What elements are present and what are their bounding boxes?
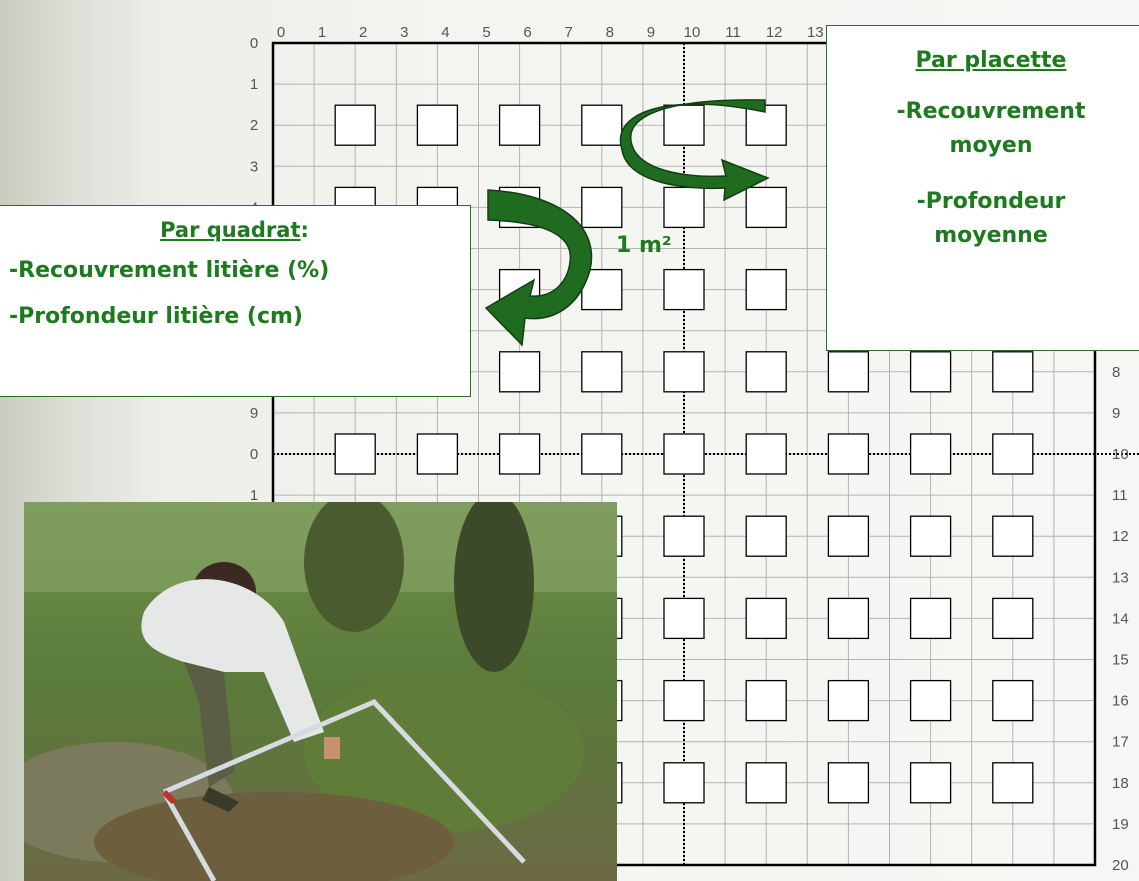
quadrat-heading: Par quadrat: (160, 218, 309, 242)
quadrat-line-cover: -Recouvrement litière (%) (9, 258, 330, 283)
right-tick-label: 10 (1112, 446, 1129, 463)
field-photo (24, 502, 617, 881)
quadrat-square (827, 515, 870, 557)
quadrat-square (909, 597, 952, 640)
right-tick-label: 13 (1112, 569, 1129, 586)
top-tick-label: 10 (684, 24, 701, 41)
right-tick-label: 17 (1112, 734, 1129, 751)
quadrat-square (334, 433, 376, 475)
top-tick-label: 11 (725, 24, 741, 41)
quadrat-square (663, 515, 705, 557)
quadrat-square (663, 268, 705, 311)
right-tick-label: 20 (1112, 857, 1129, 874)
placette-line-1: -Recouvrement (896, 99, 1086, 124)
quadrat-square (745, 679, 787, 722)
quadrat-square (334, 104, 376, 146)
quadrat-square (416, 433, 459, 475)
top-tick-label: 1 (318, 24, 326, 41)
quadrat-square (992, 515, 1034, 557)
right-tick-label: 19 (1112, 816, 1129, 833)
quadrat-square (663, 433, 705, 475)
quadrat-square (498, 104, 541, 146)
curved-arrow-placette (619, 99, 770, 202)
top-tick-label: 6 (523, 24, 531, 41)
right-tick-label: 15 (1112, 652, 1129, 669)
quadrat-square (827, 433, 870, 475)
left-tick-label: 2 (250, 117, 258, 134)
left-tick-label: 3 (250, 158, 258, 175)
right-tick-label: 12 (1112, 528, 1129, 545)
quadrat-square (498, 351, 541, 393)
top-tick-label: 13 (807, 24, 824, 41)
top-tick-label: 12 (766, 24, 783, 41)
quadrat-square (992, 433, 1034, 475)
quadrat-square (663, 679, 705, 722)
quadrat-square (663, 351, 705, 393)
right-tick-label: 11 (1112, 487, 1128, 504)
curved-arrow-quadrat (484, 189, 593, 347)
quadrat-square (827, 597, 870, 640)
right-tick-label: 9 (1112, 405, 1120, 422)
quadrat-square (909, 679, 952, 722)
quadrat-square (992, 351, 1034, 393)
right-tick-label: 14 (1112, 610, 1129, 627)
quadrat-square (992, 679, 1034, 722)
quadrat-square (909, 351, 952, 393)
top-tick-label: 8 (606, 24, 614, 41)
quadrat-square (581, 433, 623, 475)
quadrat-square (745, 515, 787, 557)
quadrat-line-depth: -Profondeur litière (cm) (9, 304, 303, 329)
quadrat-square (745, 762, 787, 804)
arrows (484, 99, 770, 347)
quadrat-square (992, 762, 1034, 804)
left-tick-label: 1 (250, 487, 258, 504)
top-tick-label: 3 (400, 24, 408, 41)
placette-callout: Par placette -Recouvrement moyen -Profon… (826, 25, 1139, 351)
left-tick-label: 1 (250, 76, 258, 93)
quadrat-square (745, 433, 787, 475)
top-tick-label: 7 (565, 24, 573, 41)
quadrat-square (581, 104, 623, 146)
top-tick-label: 0 (277, 24, 285, 41)
quadrat-square (909, 433, 952, 475)
left-tick-label: 9 (250, 405, 258, 422)
right-tick-label: 18 (1112, 775, 1129, 792)
quadrat-square (663, 104, 705, 146)
quadrat-square (745, 186, 787, 229)
quadrat-square (745, 351, 787, 393)
quadrat-square (827, 351, 870, 393)
area-label: 1 m² (616, 233, 672, 258)
left-tick-label: 0 (250, 446, 258, 463)
quadrat-square (663, 597, 705, 640)
quadrat-square (745, 597, 787, 640)
placette-line-4: moyenne (934, 223, 1048, 248)
quadrat-square (745, 268, 787, 311)
quadrat-square (827, 679, 870, 722)
quadrat-square (663, 186, 705, 229)
left-tick-label: 0 (250, 35, 258, 52)
quadrat-square (745, 104, 787, 146)
quadrat-square (909, 762, 952, 804)
placette-line-2: moyen (949, 133, 1033, 158)
quadrat-square (827, 762, 870, 804)
quadrat-square (992, 597, 1034, 640)
quadrat-square (498, 433, 541, 475)
quadrat-square (416, 104, 459, 146)
quadrat-callout: Par quadrat: -Recouvrement litière (%) -… (0, 205, 471, 397)
top-tick-label: 2 (359, 24, 367, 41)
quadrat-square (581, 351, 623, 393)
quadrat-square (663, 762, 705, 804)
placette-heading: Par placette (915, 48, 1067, 73)
top-tick-label: 5 (482, 24, 490, 41)
quadrat-square (909, 515, 952, 557)
top-tick-label: 9 (647, 24, 655, 41)
quadrat-square (581, 186, 623, 229)
right-tick-label: 16 (1112, 693, 1129, 710)
top-tick-label: 4 (441, 24, 449, 41)
right-tick-label: 8 (1112, 364, 1120, 381)
placette-line-3: -Profondeur (916, 189, 1066, 214)
